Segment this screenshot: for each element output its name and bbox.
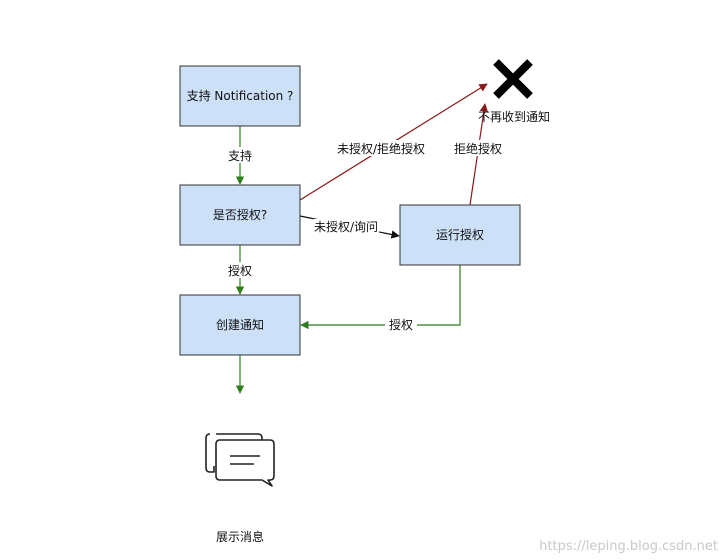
close-x-icon (493, 59, 533, 99)
no-notification-label: 不再收到通知 (478, 110, 550, 124)
show-message-label: 展示消息 (216, 529, 264, 544)
node-support-label: 支持 Notification ? (187, 88, 294, 103)
node-create-label: 创建通知 (216, 318, 264, 332)
edge-label-auth-to-x: 未授权/拒绝授权 (337, 141, 425, 156)
edge-run-to-create (300, 265, 461, 330)
node-authorized: 是否授权? (179, 184, 301, 246)
node-create: 创建通知 (179, 294, 301, 356)
edge-label-run-to-x: 拒绝授权 (454, 141, 502, 156)
node-support: 支持 Notification ? (179, 65, 301, 127)
node-run-auth: 运行授权 (399, 204, 521, 266)
node-authorized-label: 是否授权? (213, 207, 267, 222)
edge-label-auth-to-create: 授权 (228, 263, 252, 278)
edge-label-run-to-create: 授权 (389, 317, 413, 332)
node-run-auth-label: 运行授权 (436, 227, 484, 242)
watermark: https://leping.blog.csdn.net (539, 539, 718, 554)
chat-bubbles-icon (205, 433, 275, 487)
edge-label-support: 支持 (228, 148, 252, 163)
edge-label-auth-to-run: 未授权/询问 (314, 219, 378, 234)
